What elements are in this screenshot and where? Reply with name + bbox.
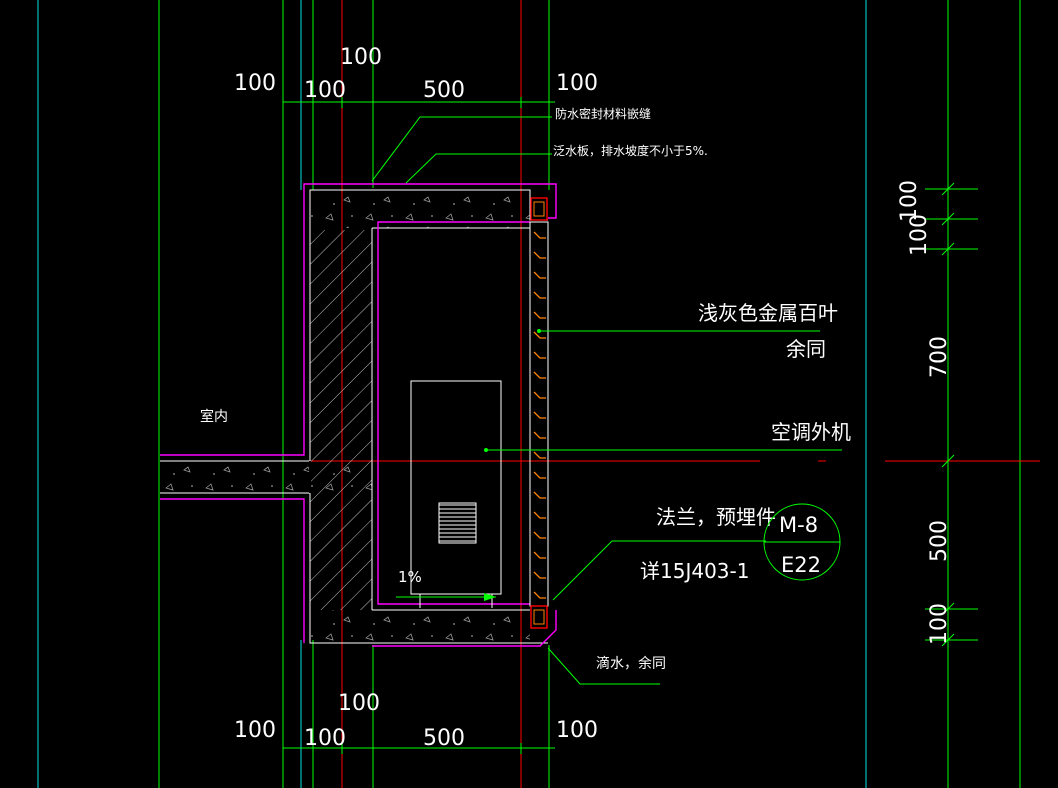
label-flange: 法兰，预埋件 — [656, 505, 776, 529]
axis-lines — [37, 0, 1040, 788]
louver-blade — [533, 451, 546, 459]
label-drip: 滴水，余同 — [596, 655, 666, 672]
louver-blade — [533, 471, 546, 479]
dim-right-100-top: 100 — [897, 180, 922, 222]
louver-blade — [533, 531, 546, 539]
structure-section — [160, 183, 557, 647]
detail-tag-sheet: M-8 — [779, 513, 818, 537]
dim-top-100-right: 100 — [556, 71, 598, 96]
dim-top-500: 500 — [423, 78, 465, 103]
dim-top-100-inner: 100 — [304, 78, 346, 103]
louver-blade — [533, 331, 546, 339]
louver-blade — [533, 431, 546, 439]
louver-blade — [533, 511, 546, 519]
dim-top-100-outer: 100 — [234, 71, 276, 96]
louver-blade — [533, 291, 546, 299]
dim-top-100-upper: 100 — [340, 45, 382, 70]
louver-blade — [533, 591, 546, 599]
louver-blade — [533, 411, 546, 419]
metal-louver — [529, 197, 549, 629]
note-flashing: 泛水板，排水坡度不小于5%. — [553, 143, 708, 158]
louver-blade — [533, 371, 546, 379]
dim-right-100-second: 100 — [907, 214, 932, 256]
label-ac-unit: 空调外机 — [771, 420, 851, 444]
dimension-right: 100 100 700 500 100 — [897, 180, 978, 647]
dim-bottom-100-upper: 100 — [338, 691, 380, 716]
dimension-bottom: 100 100 100 500 100 — [234, 691, 598, 754]
dimension-top: 100 100 100 500 100 — [234, 45, 598, 108]
ac-unit-drawing — [410, 380, 502, 608]
dim-bottom-100-inner: 100 — [304, 726, 346, 751]
detail-index-tag: M-8 E22 — [763, 503, 841, 581]
louver-blade — [533, 491, 546, 499]
label-slope: 1% — [398, 568, 422, 586]
label-louver-same: 余同 — [786, 337, 826, 361]
label-indoor: 室内 — [200, 408, 228, 425]
dim-bottom-100-right: 100 — [556, 718, 598, 743]
louver-blade — [533, 551, 546, 559]
label-detail-reference: 详15J403-1 — [640, 559, 749, 583]
detail-tag-page: E22 — [781, 553, 821, 577]
label-louver: 浅灰色金属百叶 — [698, 301, 838, 325]
dim-bottom-500: 500 — [423, 726, 465, 751]
dim-right-700: 700 — [927, 336, 952, 378]
louver-blade — [533, 251, 546, 259]
louver-blade — [533, 571, 546, 579]
louver-blade — [533, 351, 546, 359]
louver-blade — [533, 311, 546, 319]
note-sealant: 防水密封材料嵌缝 — [555, 106, 651, 121]
dim-right-500: 500 — [927, 520, 952, 562]
leader-lines — [371, 116, 842, 685]
dim-bottom-100-outer: 100 — [234, 718, 276, 743]
louver-blade — [533, 391, 546, 399]
louver-blade — [533, 271, 546, 279]
vent-grille — [438, 502, 477, 544]
dim-right-100-bottom: 100 — [927, 603, 952, 645]
louver-blade — [533, 231, 546, 239]
